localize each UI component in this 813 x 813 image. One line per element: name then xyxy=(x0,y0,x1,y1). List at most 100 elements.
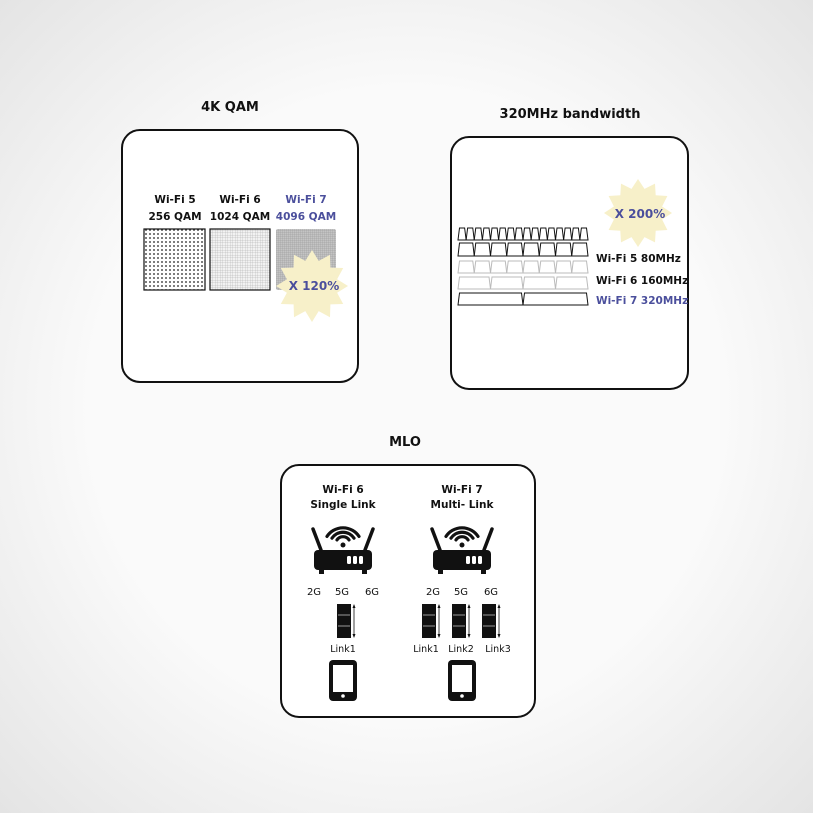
led xyxy=(466,556,470,564)
channel-block xyxy=(498,227,508,241)
wifi-arc xyxy=(449,530,475,540)
channel-block xyxy=(522,242,540,257)
router-icon xyxy=(430,526,494,574)
channel-block xyxy=(489,260,508,274)
mlo-gen-label: Wi-Fi 7 xyxy=(441,484,482,496)
channel-block xyxy=(457,276,492,290)
band-label: 5G xyxy=(454,587,468,598)
qam-256-constellation xyxy=(143,228,206,291)
bandwidth-gain: X 200% xyxy=(615,207,666,221)
mlo-title: MLO xyxy=(389,435,421,450)
link-label: Link1 xyxy=(330,644,356,655)
channel-block xyxy=(554,242,573,257)
starburst-icon xyxy=(604,179,672,247)
channel-block xyxy=(457,227,467,241)
channel-block xyxy=(473,242,492,257)
wifi-arc xyxy=(444,526,480,538)
link-label: Link2 xyxy=(448,644,474,655)
phone-screen xyxy=(333,665,353,692)
antenna xyxy=(311,527,323,552)
arrowhead xyxy=(437,604,441,638)
led xyxy=(347,556,351,564)
router-foot xyxy=(481,569,486,574)
channel-block xyxy=(473,227,483,241)
link-label: Link1 xyxy=(413,644,439,655)
router-foot xyxy=(438,569,443,574)
channel-block xyxy=(563,227,573,241)
channel-block xyxy=(571,227,581,241)
router-body xyxy=(314,550,372,570)
arrowhead xyxy=(467,604,471,638)
arrowhead xyxy=(497,604,501,638)
channel-block xyxy=(554,260,573,274)
channel-block xyxy=(506,260,524,274)
mlo-panel: MLO Wi-Fi 6 Single Link Wi-Fi 7 Multi- L… xyxy=(280,435,536,718)
led xyxy=(478,556,482,564)
channel-block xyxy=(465,227,475,241)
wifi-arc xyxy=(454,535,470,542)
phone-button xyxy=(341,694,345,698)
link-bar-icon xyxy=(337,604,351,638)
qam-gen-label: Wi-Fi 5 xyxy=(154,194,195,206)
channel-block xyxy=(481,227,492,241)
channel-block xyxy=(514,227,524,241)
band-label: 2G xyxy=(307,587,321,598)
wifi-arc xyxy=(330,530,356,540)
antenna xyxy=(363,527,375,552)
arrowhead xyxy=(352,604,356,638)
wifi-dot xyxy=(459,542,465,548)
channel-block xyxy=(489,242,508,257)
channel-block xyxy=(506,242,524,257)
bandwidth-label: Wi-Fi 6 160MHz xyxy=(596,275,688,287)
qam-panel: 4K QAM Wi-Fi 5 256 QAM Wi-Fi 6 1024 QAM … xyxy=(121,100,359,383)
antenna xyxy=(482,527,494,552)
channel-block xyxy=(579,227,589,241)
qam-gen-label: Wi-Fi 7 xyxy=(285,194,326,206)
channel-block xyxy=(538,260,557,274)
bandwidth-panel: 320MHz bandwidth X 200% Wi-Fi 5 80MHz Wi… xyxy=(450,107,689,390)
led xyxy=(353,556,357,564)
channel-block xyxy=(457,260,475,274)
channel-block xyxy=(473,260,492,274)
link-bar-icon xyxy=(422,604,436,638)
link-bar-icon xyxy=(452,604,466,638)
channel-block xyxy=(538,242,557,257)
antenna xyxy=(430,527,442,552)
qam-value-label: 256 QAM xyxy=(148,211,201,223)
mlo-mode-label: Single Link xyxy=(310,499,376,511)
channel-block xyxy=(554,227,565,241)
led xyxy=(359,556,363,564)
link-bar-icon xyxy=(482,604,496,638)
qam-value-label: 1024 QAM xyxy=(210,211,270,223)
channel-block xyxy=(522,292,589,306)
bandwidth-label: Wi-Fi 5 80MHz xyxy=(596,253,681,265)
channel-block xyxy=(554,276,589,290)
phone-screen xyxy=(452,665,472,692)
link-label: Link3 xyxy=(485,644,511,655)
led xyxy=(472,556,476,564)
wifi-arc xyxy=(325,526,361,538)
qam-gen-label: Wi-Fi 6 xyxy=(219,194,260,206)
router-foot xyxy=(319,569,324,574)
channel-block xyxy=(522,260,540,274)
channel-block xyxy=(571,260,589,274)
qam-title: 4K QAM xyxy=(201,100,259,115)
channel-block xyxy=(457,292,524,306)
wifi-arc xyxy=(335,535,351,542)
channel-block xyxy=(506,227,516,241)
band-label: 6G xyxy=(365,587,379,598)
band-label: 2G xyxy=(426,587,440,598)
qam-value-label: 4096 QAM xyxy=(276,211,336,223)
bandwidth-title: 320MHz bandwidth xyxy=(500,107,641,122)
phone-button xyxy=(460,694,464,698)
starburst-icon xyxy=(276,250,348,322)
channel-block xyxy=(522,276,557,290)
channel-block xyxy=(571,242,589,257)
band-label: 6G xyxy=(484,587,498,598)
router-body xyxy=(433,550,491,570)
channel-block xyxy=(530,227,540,241)
channel-block xyxy=(489,227,500,241)
channel-block xyxy=(538,227,548,241)
router-foot xyxy=(362,569,367,574)
